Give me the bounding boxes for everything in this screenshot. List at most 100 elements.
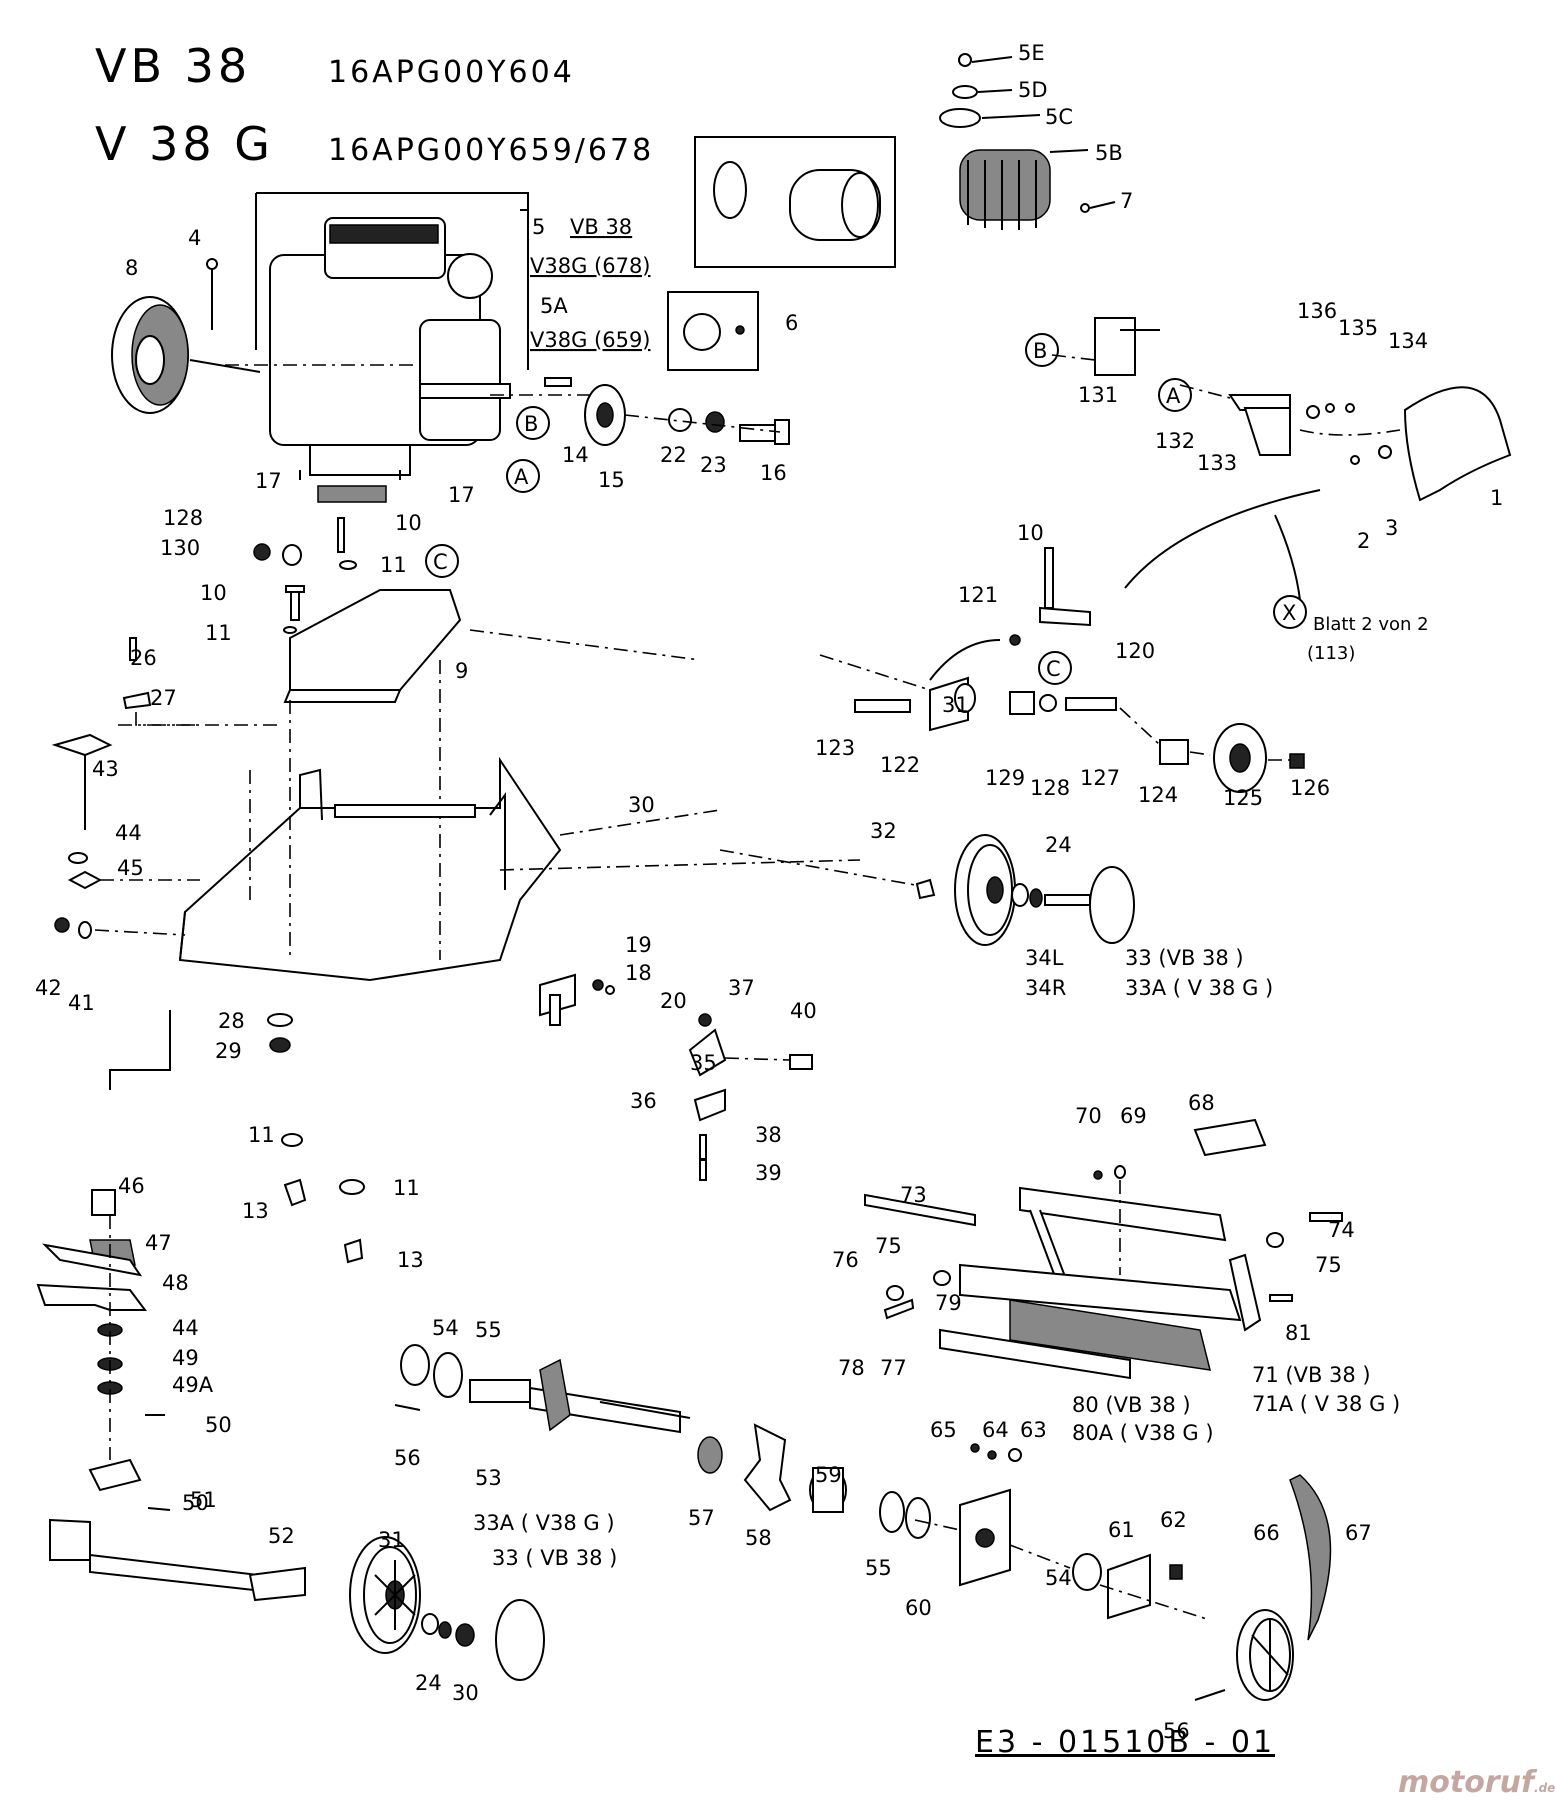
part-label: 43 xyxy=(92,757,119,781)
part-label: 127 xyxy=(1080,766,1120,790)
engine-mount-plate xyxy=(253,543,701,703)
part-label: 8 xyxy=(125,256,138,280)
part-label: 13 xyxy=(242,1199,269,1223)
part-label: 7 xyxy=(1120,189,1133,213)
wheel-cap-top-2: 33A ( V 38 G ) xyxy=(1125,976,1273,1000)
part-label: 11 xyxy=(205,621,232,645)
part-label: 3 xyxy=(1385,516,1398,540)
part-label: 23 xyxy=(700,453,727,477)
marker-c-plate-label: C xyxy=(433,550,448,574)
part-label: 122 xyxy=(880,753,920,777)
part-label: 64 xyxy=(982,1418,1009,1442)
part-label: 125 xyxy=(1223,786,1263,810)
part-label: 32 xyxy=(870,819,897,843)
part-label: 56 xyxy=(394,1446,421,1470)
part-label: 128 xyxy=(1030,776,1070,800)
part-label: 120 xyxy=(1115,639,1155,663)
marker-c-cable: C xyxy=(1038,651,1072,685)
part-label: 28 xyxy=(218,1009,245,1033)
part-label: 51 xyxy=(190,1488,217,1512)
tine-shaft xyxy=(394,1344,931,1539)
watermark-suffix: .de xyxy=(1534,1781,1555,1795)
part-label: 10 xyxy=(1017,521,1044,545)
wheel-bottom-left xyxy=(349,1536,545,1681)
part-label: 74 xyxy=(1328,1218,1355,1242)
part-label: 61 xyxy=(1108,1518,1135,1542)
part-6-inset xyxy=(667,291,759,371)
air-filter-inset xyxy=(694,136,896,268)
part-label: 29 xyxy=(215,1039,242,1063)
part-label: 67 xyxy=(1345,1521,1372,1545)
part-label: 11 xyxy=(393,1176,420,1200)
marker-a-bracket-label: A xyxy=(1166,384,1181,408)
sheet-ref-text: Blatt 2 von 2 xyxy=(1313,614,1429,635)
part-label: 19 xyxy=(625,933,652,957)
part-label: 48 xyxy=(162,1271,189,1295)
part-label: 5B xyxy=(1095,141,1123,165)
drawing-number: E3 - 01510B - 01 xyxy=(975,1725,1275,1760)
part-label: 24 xyxy=(415,1671,442,1695)
marker-b-bracket: B xyxy=(1025,333,1059,367)
part-label: 49A xyxy=(172,1373,214,1397)
marker-b-engine-label: B xyxy=(524,412,538,436)
part-label: 17 xyxy=(448,483,475,507)
marker-b-bracket-label: B xyxy=(1033,339,1047,363)
part-label: 60 xyxy=(905,1596,932,1620)
part-label: 75 xyxy=(1315,1253,1342,1277)
watermark-name: motoruf xyxy=(1398,1765,1538,1800)
part-label: 37 xyxy=(728,976,755,1000)
part-label: 13 xyxy=(397,1248,424,1272)
part-label: 30 xyxy=(452,1681,479,1705)
part-label: 30 xyxy=(628,793,655,817)
part-label: 16 xyxy=(760,461,787,485)
wheel-upper-right xyxy=(719,834,1135,946)
part-label: 68 xyxy=(1188,1091,1215,1115)
frame-label-1: 71 (VB 38 ) xyxy=(1252,1363,1371,1387)
part-label: 66 xyxy=(1253,1521,1280,1545)
marker-x-sheet-ref: X xyxy=(1273,595,1307,629)
engine-assembly xyxy=(225,192,600,503)
part-label: 132 xyxy=(1155,429,1195,453)
marker-a-bracket: A xyxy=(1158,378,1192,412)
marker-x-label: X xyxy=(1282,601,1296,625)
marker-a-engine: A xyxy=(506,459,540,493)
model-title-2: V 38 G xyxy=(95,117,274,171)
wheel-cap-bottom-2: 33 ( VB 38 ) xyxy=(492,1546,617,1570)
model-code-1: 16APG00Y604 xyxy=(328,55,575,90)
part-label: 5C xyxy=(1045,105,1073,129)
part-label: 54 xyxy=(432,1316,459,1340)
part-label: 5E xyxy=(1018,41,1045,65)
part-label: 135 xyxy=(1338,316,1378,340)
part-label: 124 xyxy=(1138,783,1178,807)
part-label: 52 xyxy=(268,1524,295,1548)
part-label: 5D xyxy=(1018,78,1048,102)
marker-a-engine-label: A xyxy=(514,465,529,489)
engine-ref-5a: 5A xyxy=(540,294,568,318)
belt-cover-assembly xyxy=(1051,317,1512,502)
engine-variant-v38g-659: V38G (659) xyxy=(530,328,651,352)
part-label: 10 xyxy=(395,511,422,535)
part-label: 62 xyxy=(1160,1508,1187,1532)
engine-ref-5: 5 xyxy=(532,215,545,239)
part-label: 123 xyxy=(815,736,855,760)
part-label: 41 xyxy=(68,991,95,1015)
part-label: 40 xyxy=(790,999,817,1023)
part-label: 76 xyxy=(832,1248,859,1272)
part-label: 129 xyxy=(985,766,1025,790)
axle-label-left: 34L xyxy=(1025,946,1064,970)
part-label: 27 xyxy=(150,686,177,710)
engine-variant-vb38: VB 38 xyxy=(570,215,632,239)
part-label: 70 xyxy=(1075,1104,1102,1128)
part-label: 79 xyxy=(935,1291,962,1315)
grass-deflector-parts-5b xyxy=(939,53,1116,230)
part-label: 59 xyxy=(815,1463,842,1487)
handle-and-comb-assembly xyxy=(864,1118,1343,1380)
part-label: 50 xyxy=(182,1491,209,1515)
part-label: 58 xyxy=(745,1526,772,1550)
mower-housing xyxy=(118,660,861,982)
engine-variant-v38g-678: V38G (678) xyxy=(530,254,651,278)
rear-bracket-parts xyxy=(539,973,813,1181)
part-label: 17 xyxy=(255,469,282,493)
part-label: 10 xyxy=(200,581,227,605)
part-label: 131 xyxy=(1078,383,1118,407)
